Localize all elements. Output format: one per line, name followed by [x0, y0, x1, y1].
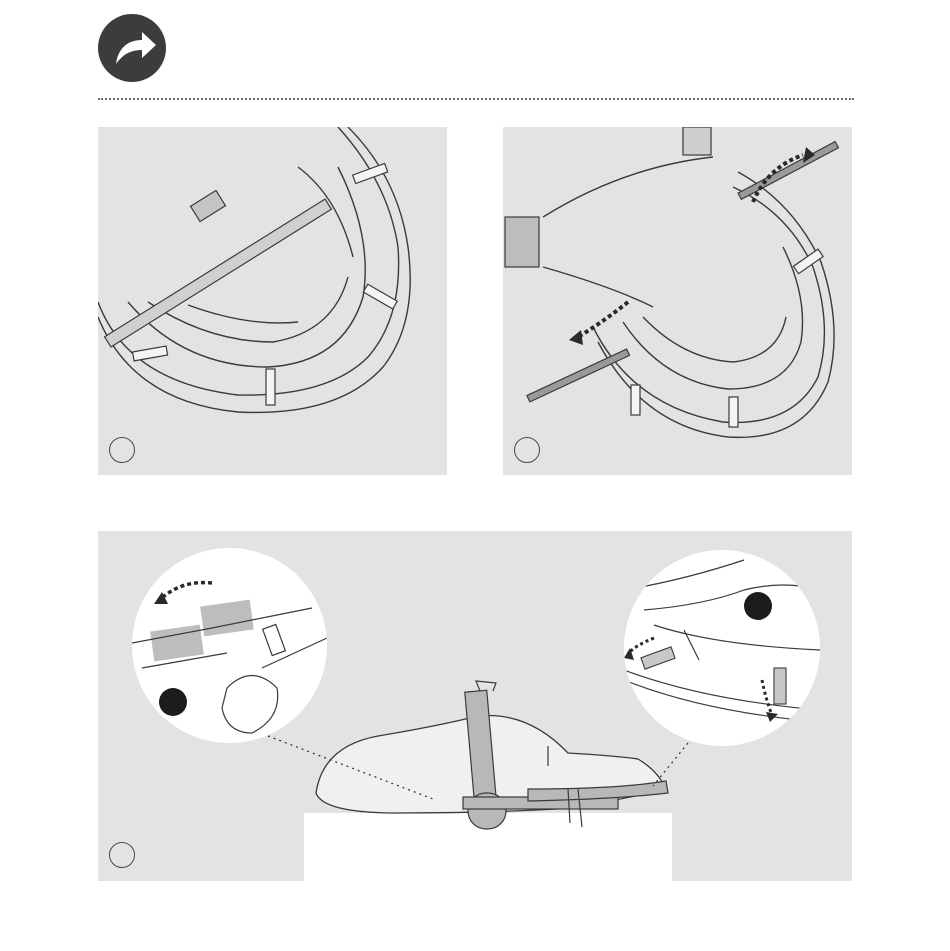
callout-badge-left	[159, 688, 187, 716]
curved-arrow-right-icon	[98, 14, 166, 82]
step-number-circle	[514, 437, 540, 463]
callout-badge-right	[744, 592, 772, 620]
step-panel-2	[503, 127, 852, 475]
zoom-inset-left	[132, 548, 327, 743]
zoom-right-illustration	[624, 550, 820, 746]
step-number-circle	[109, 437, 135, 463]
zoom-inset-right	[624, 550, 820, 746]
step-panel-3	[98, 531, 852, 881]
step-panel-1	[98, 127, 447, 475]
zoom-left-illustration	[132, 548, 327, 743]
seat-illustration-buckled	[98, 127, 447, 475]
step-number-circle	[109, 842, 135, 868]
seat-illustration-unbuckled	[503, 127, 852, 475]
header-dotted-divider	[98, 98, 854, 100]
